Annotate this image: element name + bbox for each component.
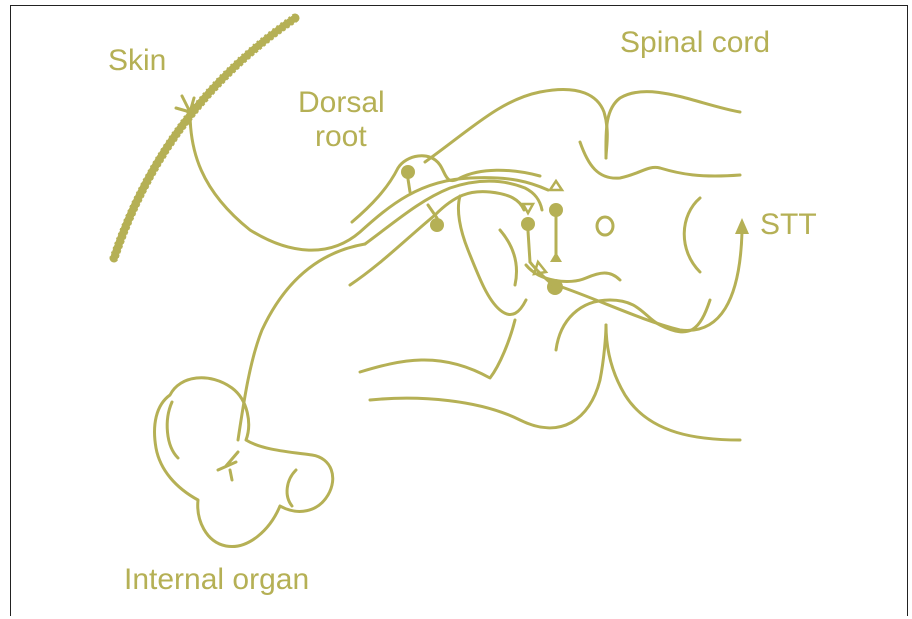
visceral-afferent-fiber	[238, 244, 365, 440]
internal-organ	[155, 378, 333, 547]
dorsal-root-label-line2: root	[315, 120, 367, 153]
stt-ascending-tract	[556, 218, 749, 330]
dorsal-root-bundle	[350, 156, 542, 285]
lateral-horn-arc	[684, 198, 700, 272]
dorsal-root-label-line1: Dorsal	[298, 86, 385, 119]
drg-neuron-1	[401, 165, 415, 192]
stt-label: STT	[760, 208, 817, 241]
internal-organ-label: Internal organ	[124, 563, 309, 596]
spinal-cord-outline	[360, 89, 740, 440]
central-canal	[597, 217, 613, 235]
spinal-cord-label: Spinal cord	[620, 26, 770, 59]
skin-label: Skin	[108, 44, 166, 77]
